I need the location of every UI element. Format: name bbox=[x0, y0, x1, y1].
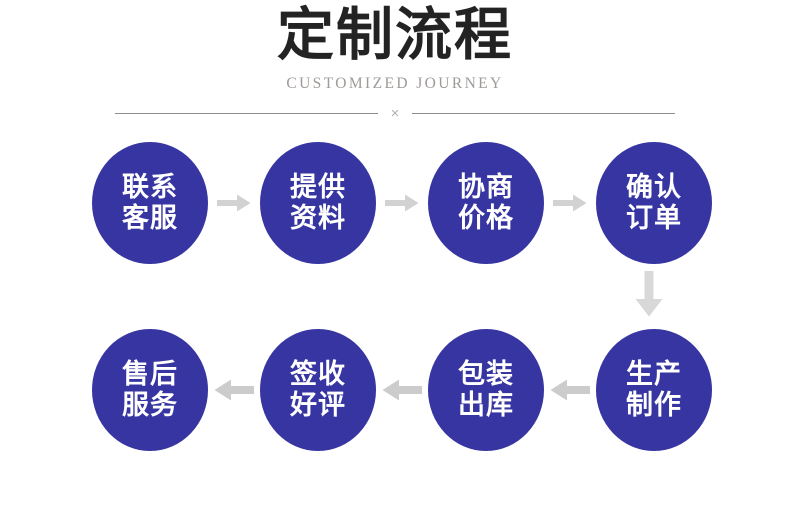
title-divider: × bbox=[115, 103, 675, 123]
flow-node-label-line2: 出库 bbox=[458, 390, 514, 421]
flow-row-top: 联系 客服 提供 资料 协商 价格 确认 订单 bbox=[0, 138, 790, 268]
flow-node-label-line2: 制作 bbox=[626, 390, 682, 421]
flow-node-label-line1: 签收 bbox=[290, 359, 346, 390]
flow-node-label-line2: 订单 bbox=[626, 203, 682, 234]
flow-node-label-line1: 联系 bbox=[122, 172, 178, 203]
flow-node-label-line1: 包装 bbox=[458, 359, 514, 390]
flow-node-label-line2: 价格 bbox=[458, 203, 514, 234]
page-title: 定制流程 bbox=[277, 2, 513, 68]
arrow-right-icon bbox=[208, 183, 260, 223]
flow-node-label-line1: 协商 bbox=[458, 172, 514, 203]
flow-node-label-line2: 服务 bbox=[122, 390, 178, 421]
arrow-left-icon bbox=[376, 368, 428, 412]
arrow-right-icon bbox=[544, 183, 596, 223]
flow-node-confirm-order[interactable]: 确认 订单 bbox=[596, 142, 712, 264]
flow-node-label-line2: 资料 bbox=[290, 203, 346, 234]
flow-node-production[interactable]: 生产 制作 bbox=[596, 329, 712, 451]
flow-node-negotiate-price[interactable]: 协商 价格 bbox=[428, 142, 544, 264]
arrow-down-icon bbox=[627, 268, 671, 320]
divider-cross-icon: × bbox=[390, 104, 400, 122]
flow-node-label-line1: 确认 bbox=[626, 172, 682, 203]
flow-node-label-line2: 客服 bbox=[122, 203, 178, 234]
flow-node-provide-materials[interactable]: 提供 资料 bbox=[260, 142, 376, 264]
divider-rule-left bbox=[115, 112, 378, 114]
divider-rule-right bbox=[412, 112, 675, 114]
flow-node-label-line1: 售后 bbox=[122, 359, 178, 390]
flow-node-after-sales-service[interactable]: 售后 服务 bbox=[92, 329, 208, 451]
flow-node-label-line1: 提供 bbox=[290, 172, 346, 203]
flow-node-label-line2: 好评 bbox=[290, 390, 346, 421]
arrow-left-icon bbox=[544, 368, 596, 412]
header: 定制流程 CUSTOMIZED JOURNEY bbox=[0, 0, 790, 93]
flow-node-packaging-shipping[interactable]: 包装 出库 bbox=[428, 329, 544, 451]
flow-row-bottom: 售后 服务 签收 好评 包装 出库 生产 制作 bbox=[0, 325, 790, 455]
arrow-left-icon bbox=[208, 368, 260, 412]
arrow-right-icon bbox=[376, 183, 428, 223]
flow-node-label-line1: 生产 bbox=[626, 359, 682, 390]
flow-node-contact-support[interactable]: 联系 客服 bbox=[92, 142, 208, 264]
page-subtitle: CUSTOMIZED JOURNEY bbox=[286, 74, 504, 92]
flow-node-sign-and-review[interactable]: 签收 好评 bbox=[260, 329, 376, 451]
